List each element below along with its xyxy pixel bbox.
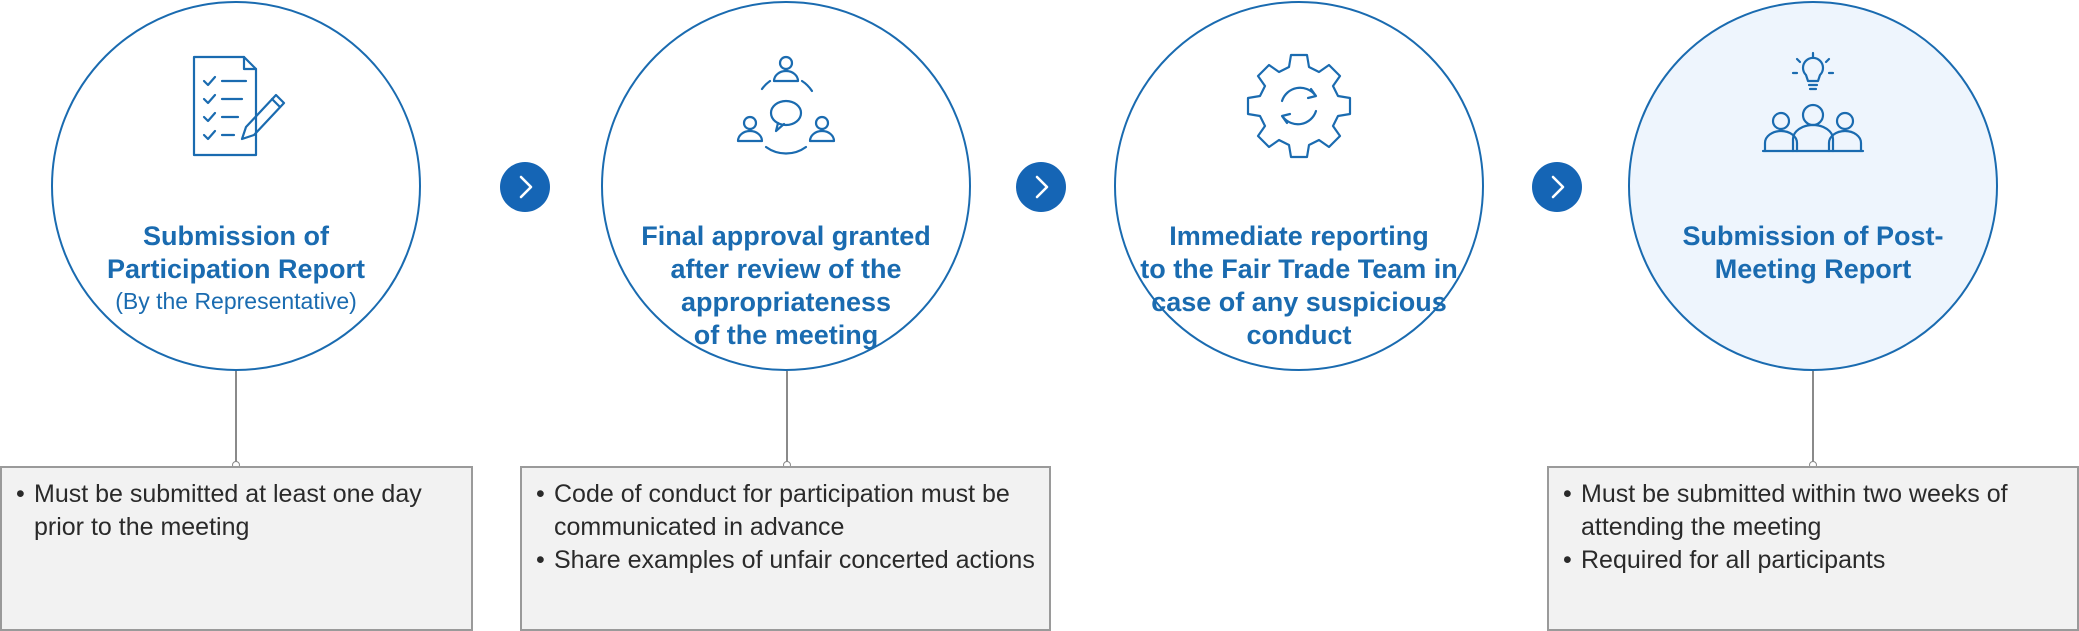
connector-line-4: [1812, 371, 1814, 465]
note-list-4: Must be submitted within two weeks of at…: [1563, 478, 2063, 577]
chevron-right-icon: [519, 175, 533, 199]
step-1-subtitle: (By the Representative): [115, 288, 357, 314]
note-item: Must be submitted at least one day prior…: [16, 478, 457, 544]
step-4-title: Submission of Post- Meeting Report: [1682, 221, 1944, 284]
meeting-discussion-icon: [736, 55, 836, 155]
step-2-title: Final approval granted after review of t…: [641, 221, 931, 350]
note-item: Code of conduct for participation must b…: [536, 478, 1035, 544]
note-item: Share examples of unfair concerted actio…: [536, 544, 1035, 577]
step-1-title: Submission of Participation Report (By t…: [73, 187, 399, 349]
note-list-2: Code of conduct for participation must b…: [536, 478, 1035, 577]
next-arrow-3: [1532, 162, 1582, 212]
step-1-circle: Submission of Participation Report (By t…: [51, 1, 421, 371]
step-3-circle: Immediate reporting to the Fair Trade Te…: [1114, 1, 1484, 371]
connector-line-2: [786, 371, 788, 465]
note-list-1: Must be submitted at least one day prior…: [16, 478, 457, 544]
note-item: Must be submitted within two weeks of at…: [1563, 478, 2063, 544]
chevron-right-icon: [1551, 175, 1565, 199]
note-box-2: Code of conduct for participation must b…: [520, 466, 1051, 631]
next-arrow-2: [1016, 162, 1066, 212]
note-box-4: Must be submitted within two weeks of at…: [1547, 466, 2079, 631]
note-item: Required for all participants: [1563, 544, 2063, 577]
step-4-circle: Submission of Post- Meeting Report: [1628, 1, 1998, 371]
next-arrow-1: [500, 162, 550, 212]
note-box-1: Must be submitted at least one day prior…: [0, 466, 473, 631]
step-2-circle: Final approval granted after review of t…: [601, 1, 971, 371]
chevron-right-icon: [1035, 175, 1049, 199]
connector-line-1: [235, 371, 237, 465]
checklist-pen-icon: [192, 55, 286, 157]
team-idea-icon: [1761, 51, 1865, 153]
gear-cycle-icon: [1246, 53, 1352, 159]
step-3-title: Immediate reporting to the Fair Trade Te…: [1140, 221, 1458, 350]
